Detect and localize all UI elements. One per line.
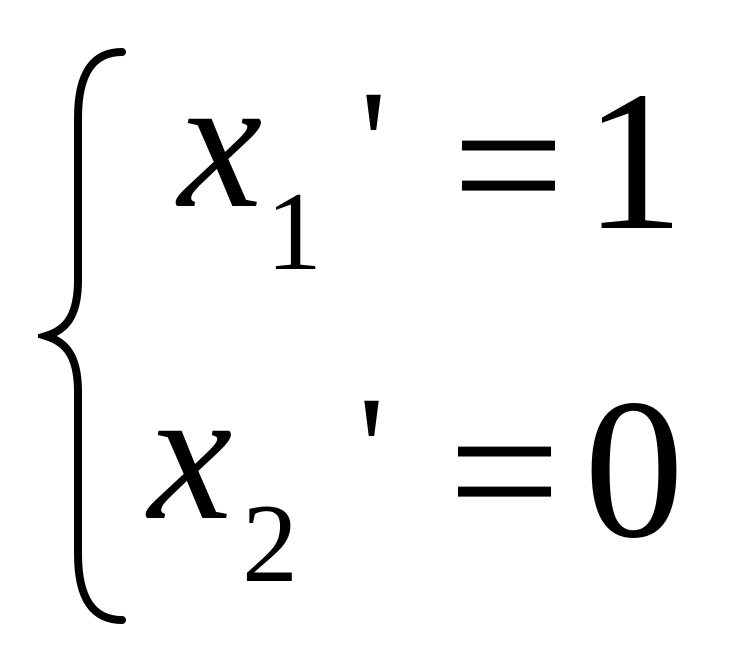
variable-subscript: 1 [266, 170, 322, 294]
variable-symbol: x [178, 38, 263, 248]
right-hand-value: 1 [584, 51, 684, 272]
right-hand-value: 0 [584, 359, 684, 580]
prime-mark: ' [358, 366, 386, 532]
equals-sign: = [448, 361, 561, 582]
variable-symbol: x [148, 350, 233, 560]
left-brace-icon [38, 48, 126, 624]
equation-row-2: x 2 ' = 0 [0, 360, 744, 620]
prime-mark: ' [360, 60, 388, 226]
variable-subscript: 2 [242, 482, 298, 606]
equals-sign: = [452, 55, 565, 276]
equation-row-1: x 1 ' = 1 [0, 48, 744, 308]
